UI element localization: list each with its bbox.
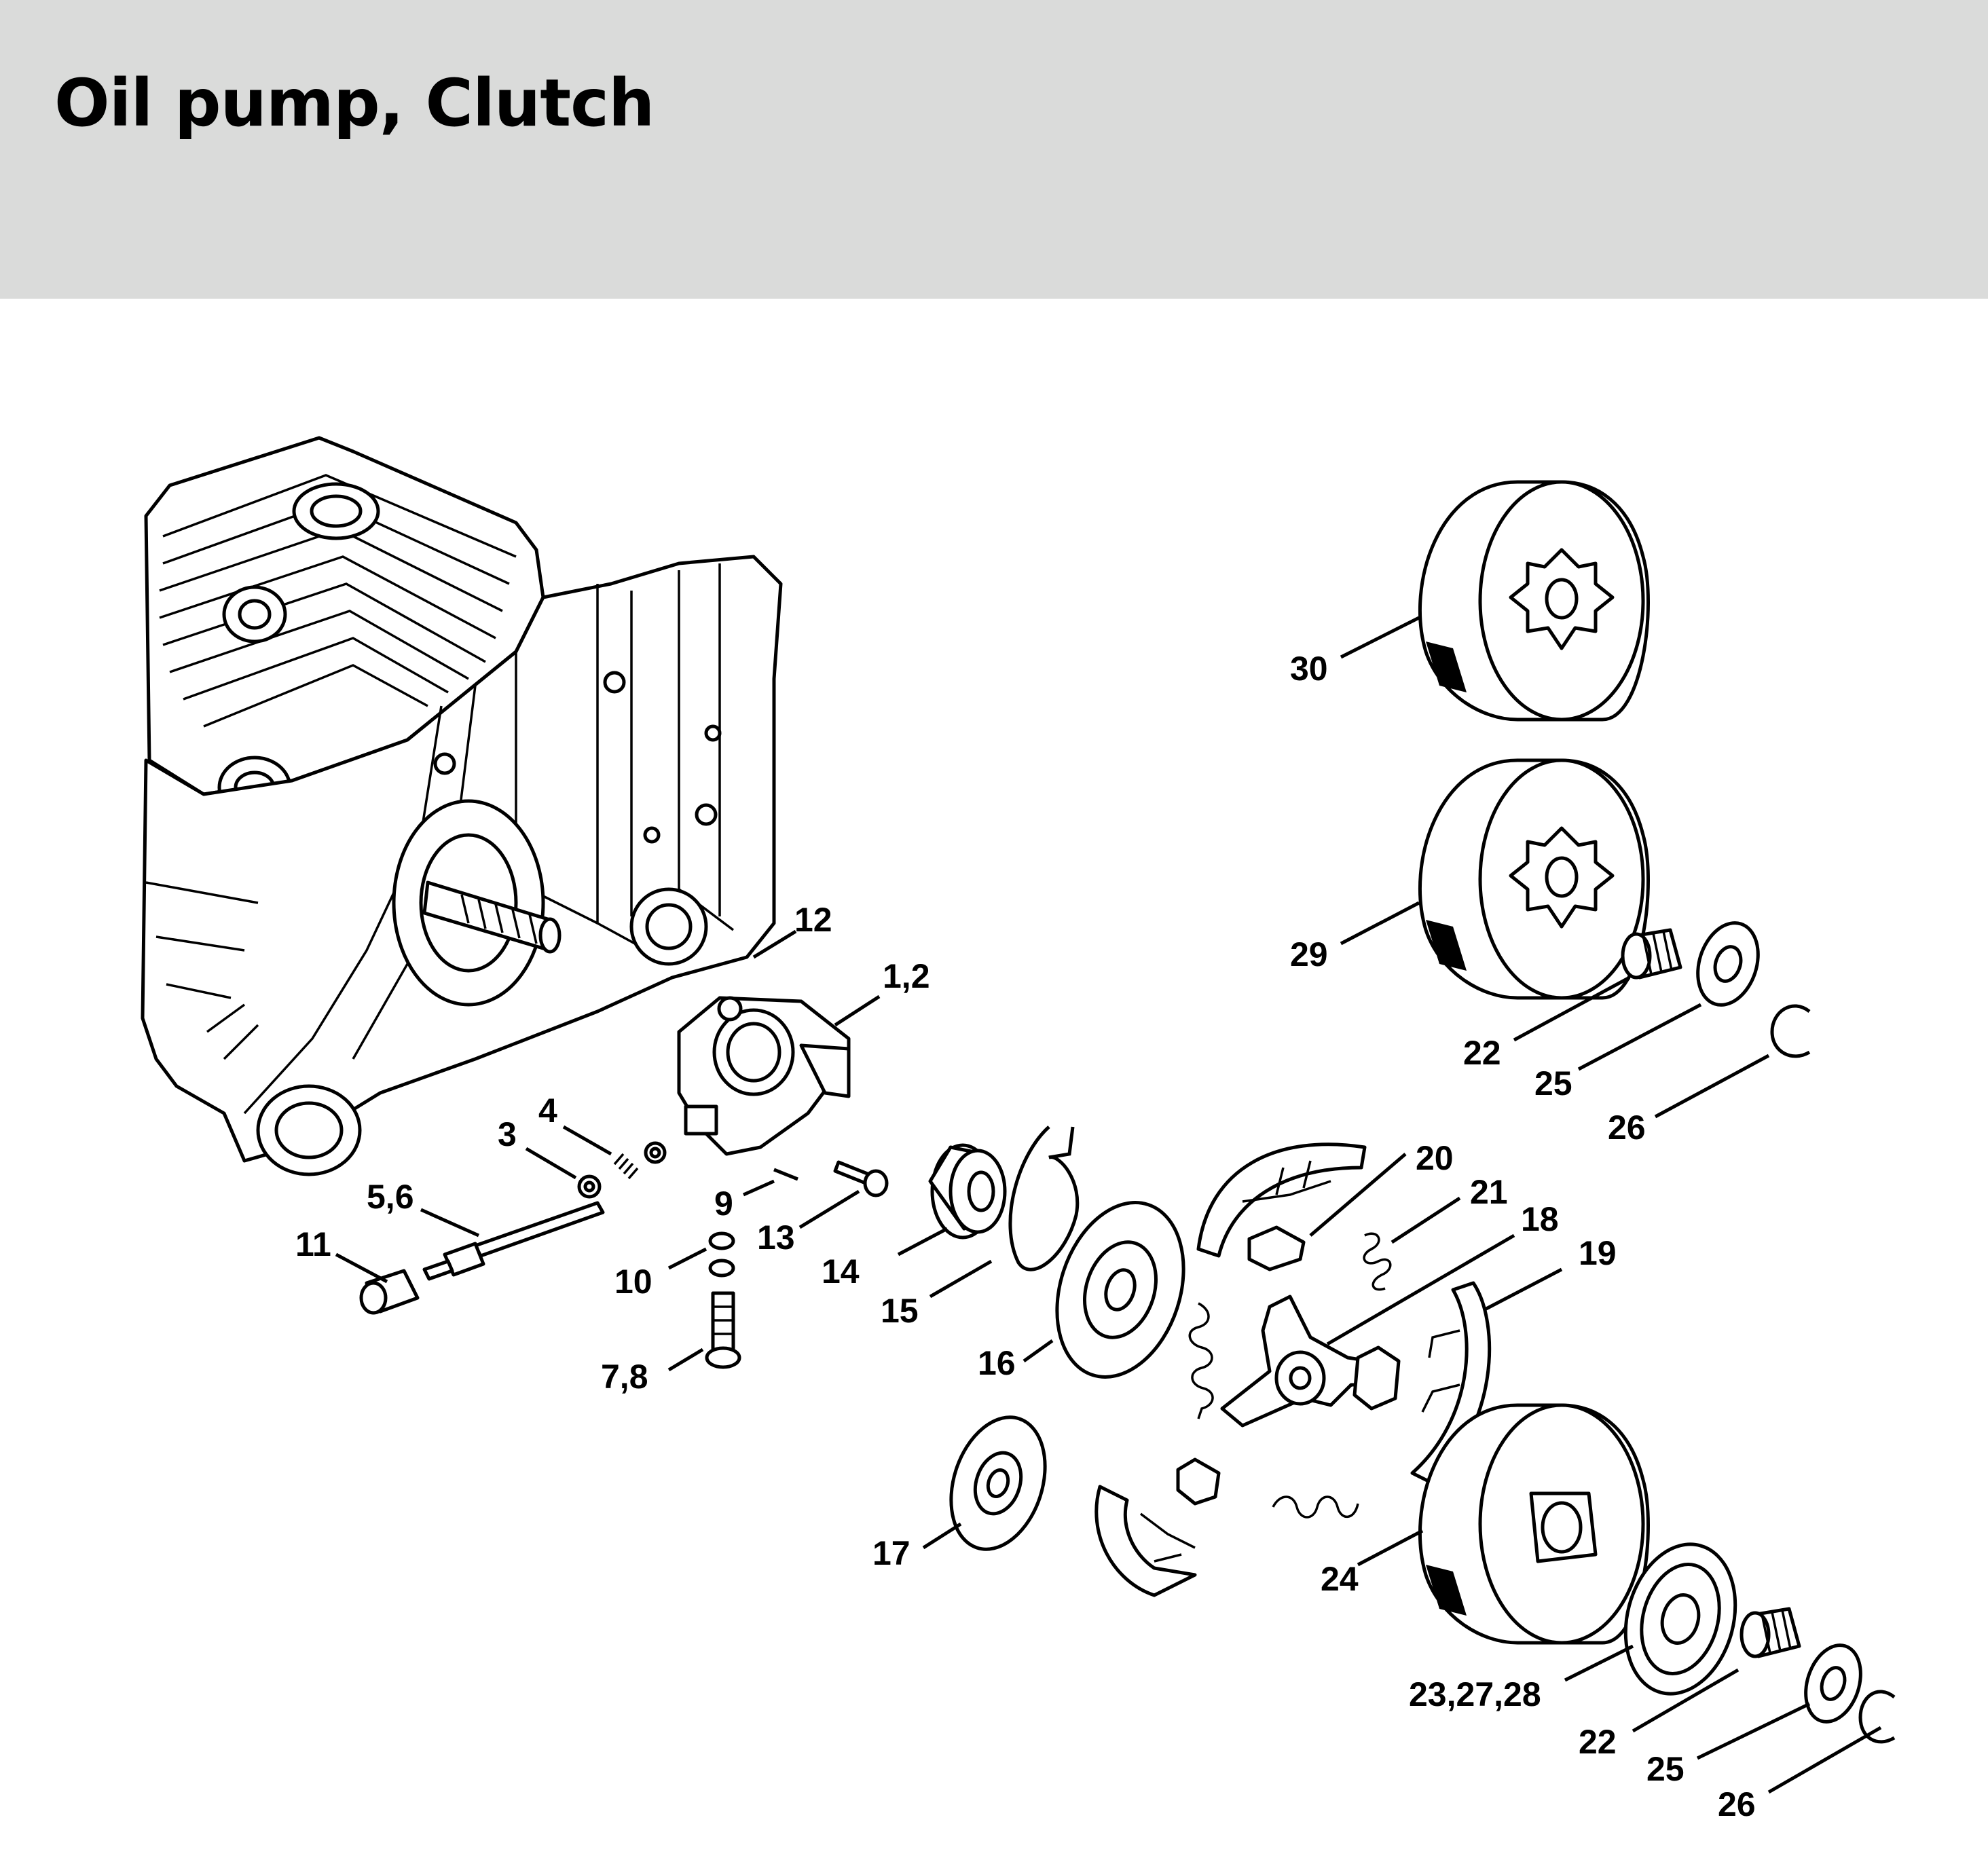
part-20-shoe-insert xyxy=(1247,1225,1306,1271)
callout-25-upper: 25 xyxy=(1534,1064,1572,1102)
callout-26-upper: 26 xyxy=(1608,1109,1646,1147)
callout-21: 21 xyxy=(1470,1173,1508,1211)
oil-pump-housing xyxy=(677,996,851,1156)
callout-1-2: 1,2 xyxy=(883,957,930,995)
part-29-clutch-drum xyxy=(1418,758,1650,1000)
clutch-spring-lower xyxy=(1272,1495,1359,1519)
part-3-washer xyxy=(577,1174,602,1199)
part-10-o-rings xyxy=(708,1231,735,1278)
part-5-6-pump-piston xyxy=(422,1201,605,1281)
callout-18: 18 xyxy=(1521,1200,1559,1238)
part-25-washer-lower xyxy=(1804,1643,1862,1724)
callout-9: 9 xyxy=(714,1185,733,1223)
callout-24: 24 xyxy=(1321,1560,1359,1598)
callout-11: 11 xyxy=(295,1225,331,1263)
part-24-clutch-drum xyxy=(1418,1403,1650,1645)
callout-22-lower: 22 xyxy=(1579,1723,1617,1761)
callout-23-27-28: 23,27,28 xyxy=(1409,1675,1541,1713)
part-14-worm xyxy=(928,1143,1007,1240)
part-12 xyxy=(717,996,743,1022)
callout-3: 3 xyxy=(498,1115,517,1153)
clutch-spring-left xyxy=(1188,1302,1214,1419)
part-26-e-clip-upper xyxy=(1770,1004,1811,1058)
callout-10: 10 xyxy=(614,1263,652,1301)
callout-labels: 12 1,2 4 3 5,6 11 9 13 10 7,8 14 15 16 1… xyxy=(295,650,1756,1823)
callout-4: 4 xyxy=(538,1092,557,1130)
part-7-8-adjusting-screw xyxy=(705,1291,741,1369)
callout-14: 14 xyxy=(822,1252,860,1290)
callout-20: 20 xyxy=(1416,1139,1454,1177)
part-26-e-clip-lower xyxy=(1858,1690,1896,1744)
part-23-27-28-rim-sprocket xyxy=(1623,1542,1737,1696)
callout-22-upper: 22 xyxy=(1463,1034,1501,1072)
part-25-washer-upper xyxy=(1696,921,1760,1007)
exploded-parts-diagram: 12 1,2 4 3 5,6 11 9 13 10 7,8 14 15 16 1… xyxy=(0,299,1988,1857)
part-17-washer xyxy=(949,1415,1047,1551)
part-18-clutch-carrier xyxy=(1220,1295,1394,1428)
callout-26-lower: 26 xyxy=(1718,1785,1756,1823)
callout-7-8: 7,8 xyxy=(601,1358,648,1396)
callout-5-6: 5,6 xyxy=(367,1178,414,1216)
part-16-washer xyxy=(1055,1201,1185,1379)
part-21-spring xyxy=(1363,1232,1392,1291)
callout-30: 30 xyxy=(1290,650,1328,688)
callout-29: 29 xyxy=(1290,935,1328,973)
callout-25-lower: 25 xyxy=(1646,1750,1685,1788)
part-11-bush xyxy=(359,1269,420,1315)
part-9-pin xyxy=(773,1168,798,1181)
callout-19: 19 xyxy=(1579,1234,1617,1272)
part-30-clutch-drum xyxy=(1418,480,1650,722)
header-bar: Oil pump, Clutch xyxy=(0,0,1988,299)
leader-lines xyxy=(335,616,1882,1794)
callout-13: 13 xyxy=(757,1219,795,1257)
part-13-screw xyxy=(833,1160,889,1197)
callout-12: 12 xyxy=(794,901,832,939)
clutch-shoe-lower xyxy=(1094,1485,1197,1597)
part-15-spring-clip xyxy=(1008,1126,1080,1271)
part-4-spring xyxy=(613,1141,667,1180)
page-title: Oil pump, Clutch xyxy=(54,65,655,141)
callout-16: 16 xyxy=(978,1344,1016,1382)
engine-housing-illustration xyxy=(141,436,783,1176)
clutch-shoe-insert-right xyxy=(1352,1345,1401,1411)
clutch-shoe-upper xyxy=(1196,1142,1367,1258)
part-22-needle-cage-lower xyxy=(1740,1607,1801,1658)
callout-15: 15 xyxy=(881,1292,919,1330)
clutch-shoe-insert-lower xyxy=(1176,1457,1221,1506)
callout-17: 17 xyxy=(872,1534,910,1572)
part-22-needle-cage-upper xyxy=(1621,928,1682,980)
